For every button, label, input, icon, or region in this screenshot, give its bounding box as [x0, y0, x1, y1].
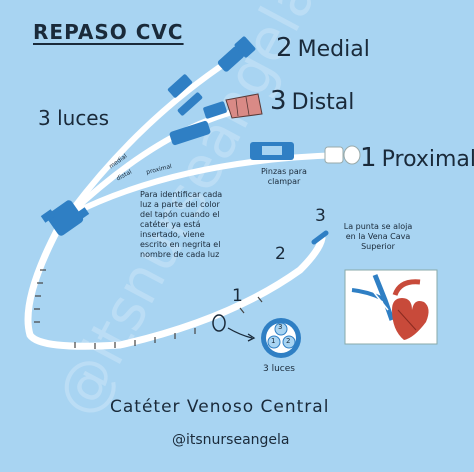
lumens-total-label: 3 luces	[38, 106, 110, 130]
author-handle: @itsnurseangela	[172, 432, 290, 448]
cross-num-1: 1	[271, 337, 276, 345]
caption: Catéter Venoso Central	[110, 397, 330, 417]
tip-number-1: 1	[232, 286, 243, 306]
line-medial	[69, 57, 232, 212]
tip-number-2: 2	[275, 244, 286, 264]
lumen-proximal-label: 1 Proximal	[360, 143, 474, 173]
diagram-title: REPASO CVC	[33, 20, 184, 44]
heart-illustration	[344, 269, 438, 345]
tip-note: La punta se aloja en la Vena Cava Superi…	[343, 222, 413, 251]
lumen-proximal-name: Proximal	[381, 147, 474, 172]
lumen-distal-label: 3 Distal	[270, 86, 354, 116]
catheter-ring	[212, 314, 226, 332]
cross-section	[261, 318, 301, 358]
tip-number-3: 3	[315, 206, 326, 226]
cross-num-2: 2	[286, 337, 291, 345]
catheter-tip	[311, 230, 329, 245]
catheter-hub	[40, 200, 90, 236]
line-proximal	[70, 152, 341, 217]
medial-clamp-cap	[167, 36, 256, 116]
lumen-distal-name: Distal	[291, 90, 355, 115]
lumen-proximal-number: 1	[360, 143, 377, 173]
lumen-medial-name: Medial	[297, 37, 370, 62]
depth-marks	[34, 269, 263, 349]
lumen-medial-number: 2	[276, 33, 293, 63]
identify-note: Para identificar cada luz a parte del co…	[140, 190, 223, 259]
proximal-clamp-cap	[250, 142, 361, 165]
cross-section-arrow	[227, 327, 253, 339]
lumen-distal-number: 3	[270, 86, 287, 116]
cross-section-label: 3 luces	[263, 364, 295, 374]
distal-clamp-cap	[169, 93, 263, 146]
catheter-body	[24, 221, 326, 350]
cross-num-3: 3	[278, 323, 283, 331]
lumen-medial-label: 2 Medial	[276, 33, 370, 63]
clamp-label: Pinzas para clampar	[261, 167, 307, 186]
line-distal	[69, 107, 241, 215]
